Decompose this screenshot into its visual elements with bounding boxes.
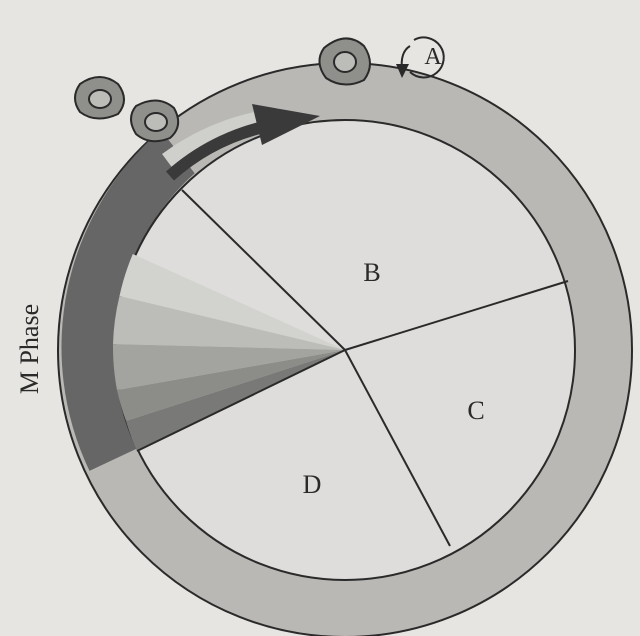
region-label-b: B <box>363 258 380 287</box>
mitosis-wedges <box>112 254 345 451</box>
region-dividers <box>136 189 569 547</box>
callout-a-arrow-head <box>396 64 409 78</box>
mitosis-wedge-prophase <box>119 254 345 350</box>
callout-a: A <box>396 36 445 79</box>
callout-a-label: A <box>424 44 442 70</box>
cell-1 <box>74 76 125 120</box>
cell-3 <box>318 37 371 86</box>
progress-arrow-head <box>252 104 320 145</box>
divider-bottom <box>344 349 451 547</box>
region-label-c: C <box>467 396 484 425</box>
callout-a-curve-arrow-icon <box>409 36 445 79</box>
divider-right <box>344 280 569 351</box>
progress-arrow-shaft <box>165 120 270 181</box>
m-phase-band <box>61 130 195 471</box>
m-phase-label: M Phase <box>15 304 44 394</box>
mitosis-wedge-prometaphase <box>113 296 345 350</box>
mitosis-wedge-metaphase <box>112 344 345 390</box>
mitosis-wedge-telophase <box>126 350 345 451</box>
cell-2 <box>130 99 180 143</box>
divider-top <box>181 189 346 351</box>
divider-left <box>136 349 346 452</box>
region-label-d: D <box>303 470 322 499</box>
mitosis-wedge-anaphase <box>117 350 345 421</box>
